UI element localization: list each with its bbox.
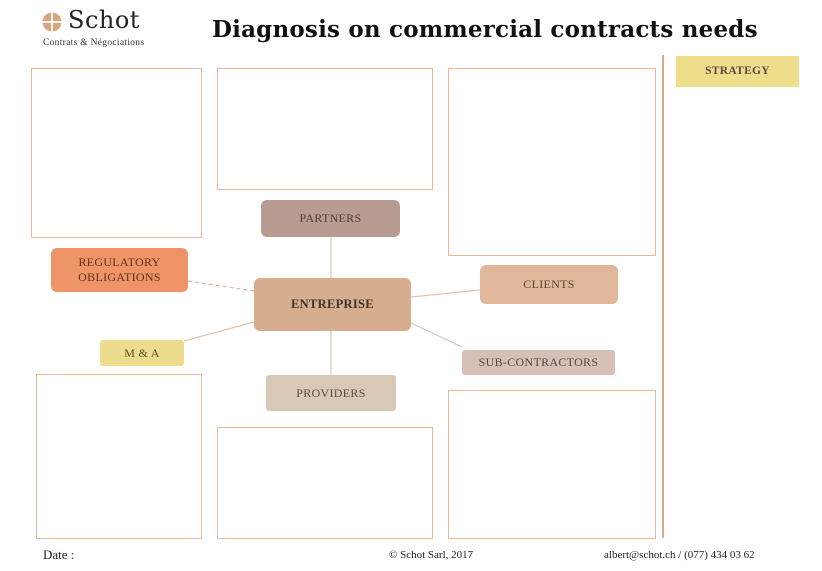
node-regulatory-obligations[interactable]: REGULATORY OBLIGATIONS xyxy=(51,248,188,292)
page-title: Diagnosis on commercial contracts needs xyxy=(212,16,758,43)
brand-name: Schot xyxy=(68,6,140,34)
logo-icon xyxy=(42,12,62,32)
strategy-divider xyxy=(662,55,664,538)
link-subcontractors xyxy=(410,322,463,348)
node-partners[interactable]: PARTNERS xyxy=(261,200,400,237)
note-frame-bottom-right[interactable] xyxy=(448,390,656,539)
note-frame-top-left[interactable] xyxy=(31,68,202,238)
link-clients xyxy=(410,289,481,298)
strategy-label: STRATEGY xyxy=(676,56,799,87)
link-ma xyxy=(183,321,255,342)
node-sub-contractors[interactable]: SUB-CONTRACTORS xyxy=(462,350,615,375)
node-providers[interactable]: PROVIDERS xyxy=(266,375,396,411)
copyright-text: © Schot Sarl, 2017 xyxy=(389,549,474,561)
date-label: Date : xyxy=(43,547,75,562)
node-m-and-a[interactable]: M & A xyxy=(100,340,184,366)
note-frame-bottom-left[interactable] xyxy=(36,374,202,539)
note-frame-top-center[interactable] xyxy=(217,68,433,190)
node-clients[interactable]: CLIENTS xyxy=(480,265,618,304)
note-frame-bottom-center[interactable] xyxy=(217,427,433,539)
brand-tagline: Contrats & Négociations xyxy=(43,38,145,48)
contact-info: albert@schot.ch / (077) 434 03 62 xyxy=(604,549,755,561)
note-frame-top-right[interactable] xyxy=(448,68,656,256)
node-entreprise[interactable]: ENTREPRISE xyxy=(254,278,411,331)
link-regulatory xyxy=(187,280,255,292)
